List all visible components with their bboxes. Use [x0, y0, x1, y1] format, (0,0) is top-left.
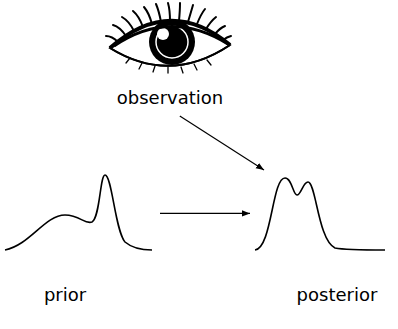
arrow-connector: [180, 116, 264, 170]
node-label: observation: [117, 87, 223, 109]
node-label: prior: [44, 284, 86, 306]
figure-node: prior: [0, 170, 160, 310]
figure-node: observation: [100, 0, 240, 116]
eye-drawing: [106, 3, 231, 73]
figure-node: posterior: [250, 170, 390, 310]
node-label: posterior: [297, 284, 378, 306]
arrow-connector: [160, 213, 250, 214]
prior-curve: [5, 175, 152, 250]
posterior-curve: [255, 178, 385, 250]
